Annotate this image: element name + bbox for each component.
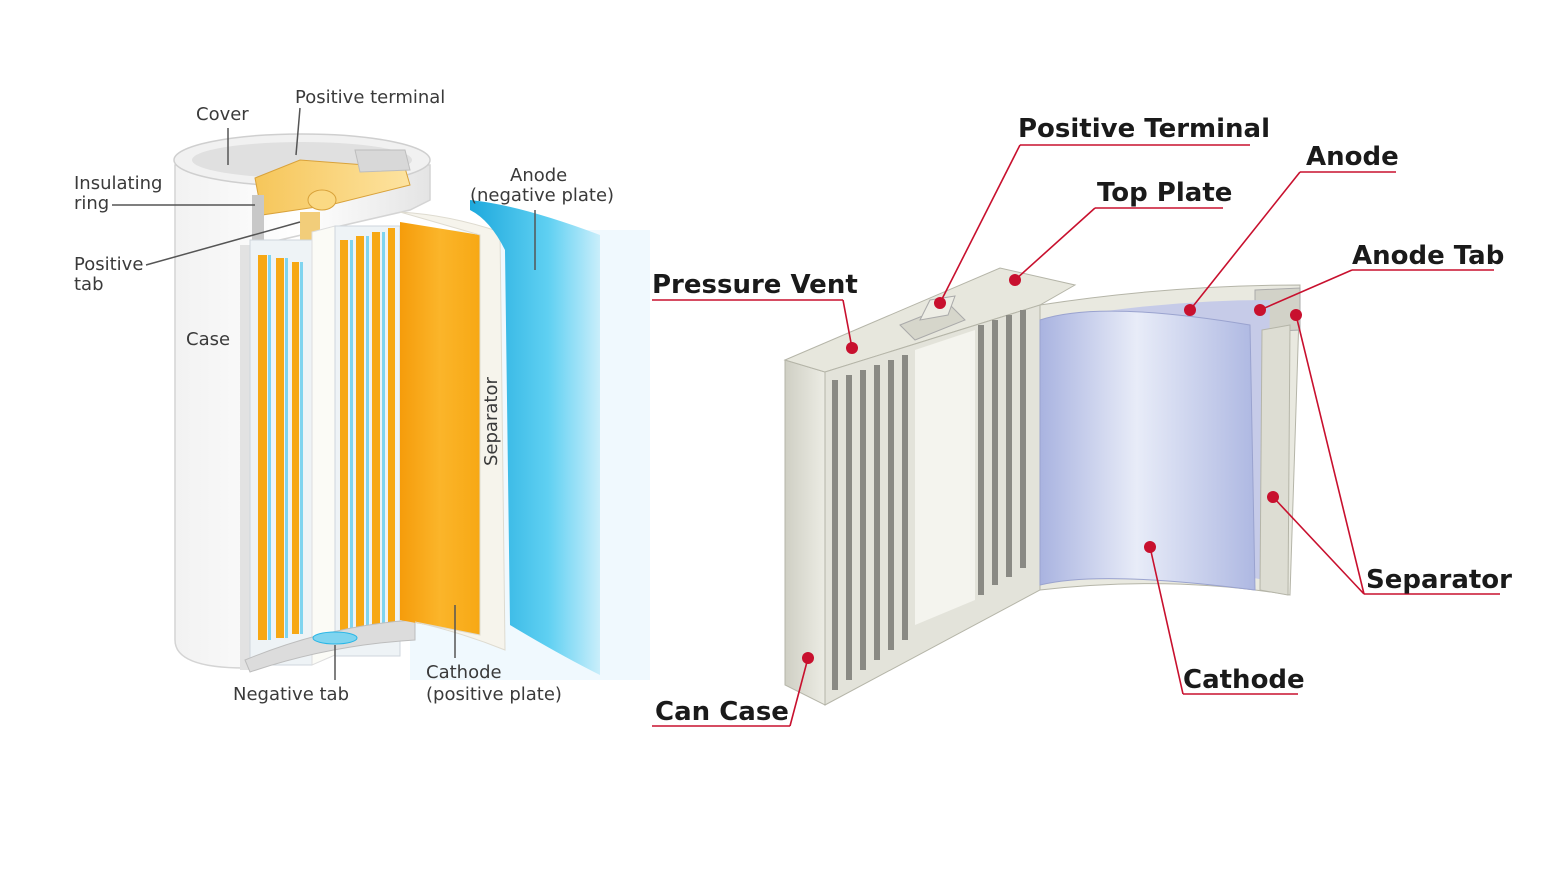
label-insulating-ring-2: ring <box>74 193 109 214</box>
marker-separator-1 <box>1290 309 1302 321</box>
label-cover: Cover <box>196 104 249 125</box>
label-cathode-1: Cathode <box>426 662 502 683</box>
label-positive-tab-1: Positive <box>74 254 143 275</box>
marker-pressure-vent <box>846 342 858 354</box>
cathode-sheet <box>400 222 480 635</box>
cathode-sheet-shape <box>1039 310 1256 591</box>
label-separator: Separator <box>481 377 502 466</box>
label-case: Case <box>186 329 230 350</box>
marker-top-plate <box>1009 274 1021 286</box>
case-body <box>174 164 431 669</box>
marker-cathode <box>1144 541 1156 553</box>
label-anode-bold: Anode <box>1306 142 1399 172</box>
label-top-plate: Top Plate <box>1097 178 1232 208</box>
anode-sheet <box>470 200 600 675</box>
label-pressure-vent: Pressure Vent <box>652 270 858 300</box>
label-separator-bold: Separator <box>1366 565 1512 595</box>
label-negative-tab: Negative tab <box>233 684 349 705</box>
negative-tab-shape <box>312 631 358 645</box>
cylindrical-cell-diagram: Cover Positive terminal Insulating ring … <box>74 87 650 705</box>
marker-anode <box>1184 304 1196 316</box>
label-cathode-2: (positive plate) <box>426 684 562 705</box>
marker-can-case <box>802 652 814 664</box>
marker-anode-tab <box>1254 304 1266 316</box>
label-anode-2: (negative plate) <box>470 185 614 206</box>
separator-sheet <box>399 211 506 651</box>
label-cathode-bold: Cathode <box>1183 665 1305 695</box>
label-positive-terminal: Positive terminal <box>295 87 445 108</box>
label-can-case: Can Case <box>655 697 789 727</box>
label-anode-tab: Anode Tab <box>1352 241 1504 271</box>
label-positive-terminal-bold: Positive Terminal <box>1018 114 1270 144</box>
label-positive-tab-2: tab <box>74 274 104 295</box>
marker-positive-terminal <box>934 297 946 309</box>
label-anode-1: Anode <box>510 165 567 186</box>
marker-separator-2 <box>1267 491 1279 503</box>
prismatic-cell-diagram: Positive Terminal Anode Top Plate Pressu… <box>652 114 1512 727</box>
label-insulating-ring-1: Insulating <box>74 173 162 194</box>
